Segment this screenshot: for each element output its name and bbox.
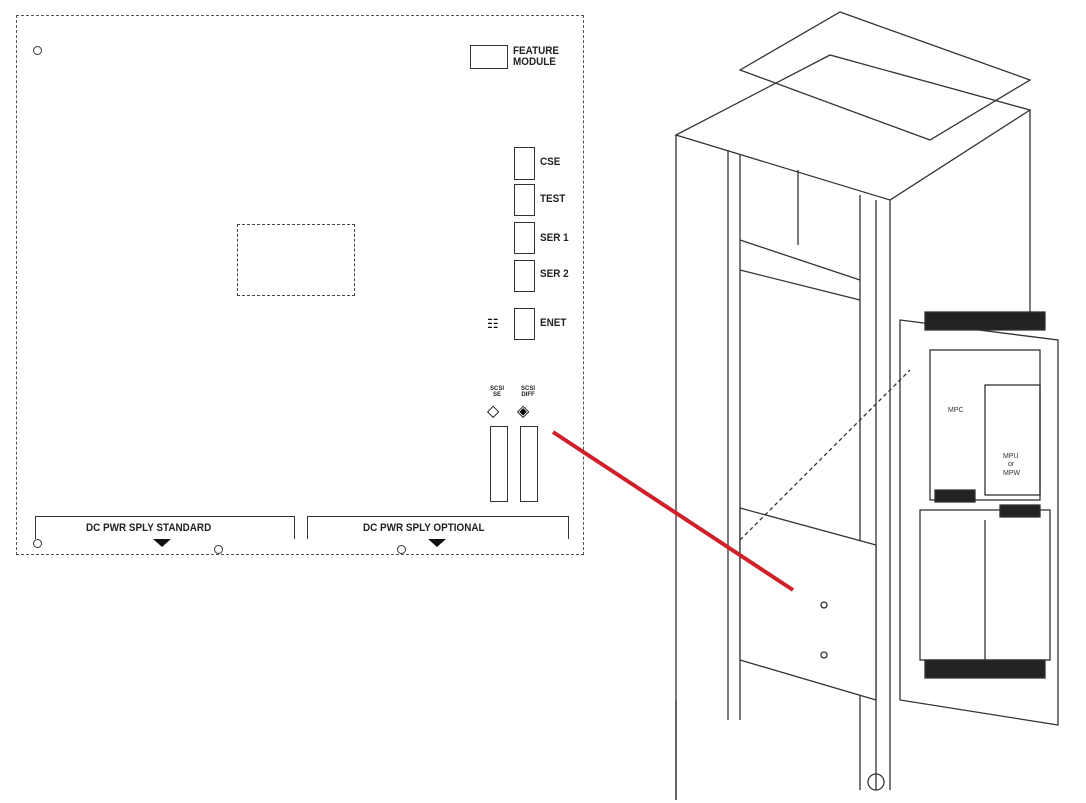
- test-label: TEST: [540, 193, 566, 205]
- ser2-port: [514, 260, 535, 292]
- mpu-label: MPU: [1003, 453, 1019, 460]
- arrow-down-icon: [153, 539, 171, 547]
- mount-hole: [33, 539, 42, 548]
- mpc-label: MPC: [948, 407, 964, 414]
- enet-label: ENET: [540, 317, 567, 329]
- cse-label: CSE: [540, 156, 561, 168]
- test-port: [514, 184, 535, 216]
- mount-hole: [33, 46, 42, 55]
- mount-hole: [397, 545, 406, 554]
- scsi-diff-icon: ◈: [517, 403, 530, 420]
- enet-port: [514, 308, 535, 340]
- ser1-label: SER 1: [540, 232, 569, 244]
- power-supply-optional-bay: DC PWR SPLY OPTIONAL: [307, 516, 569, 547]
- arrow-down-icon: [428, 539, 446, 547]
- dashed-outline: [237, 224, 355, 296]
- mount-hole: [214, 545, 223, 554]
- network-icon: ☷: [487, 316, 499, 331]
- mpu-or-label: or: [1008, 461, 1015, 468]
- mpw-label: MPW: [1003, 470, 1021, 477]
- cabinet-outline: [674, 11, 1059, 800]
- scsi-se-icon: ◇: [487, 403, 500, 420]
- ser1-port: [514, 222, 535, 254]
- scsi-se-connector: [490, 426, 508, 502]
- power-supply-standard-bay: DC PWR SPLY STANDARD: [35, 516, 295, 547]
- ser2-label: SER 2: [540, 268, 569, 280]
- power-standard-label: DC PWR SPLY STANDARD: [86, 522, 212, 534]
- scsi-diff-connector: [520, 426, 538, 502]
- cse-port: [514, 147, 535, 180]
- power-optional-label: DC PWR SPLY OPTIONAL: [363, 522, 485, 534]
- feature-module-slot: [470, 45, 508, 69]
- callout-line: [551, 430, 795, 592]
